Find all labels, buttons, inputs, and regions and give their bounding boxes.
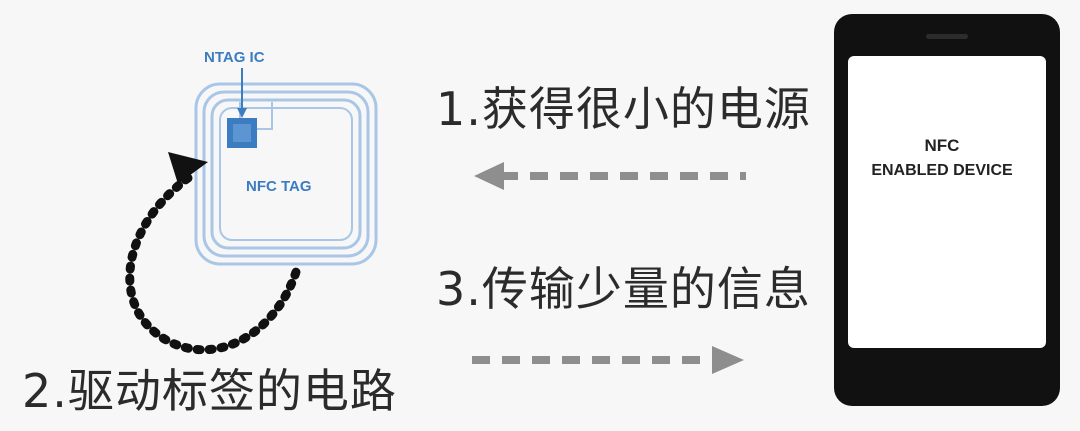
step-1-label: 1.获得很小的电源	[436, 82, 811, 136]
ic-pointer-head	[237, 108, 247, 118]
device-label-nfc: NFC	[924, 136, 960, 155]
nfc-tag-coil	[194, 82, 378, 266]
step-2-label: 2.驱动标签的电路	[22, 364, 397, 418]
loop-arrow-head	[168, 152, 208, 184]
nfc-tag-label: NFC TAG	[246, 178, 312, 195]
nfc-device	[834, 14, 1060, 406]
loop-arrow-dotted	[125, 173, 301, 355]
device-screen-text: NFC ENABLED DEVICE	[849, 136, 1035, 180]
ntag-ic-label: NTAG IC	[204, 49, 265, 66]
arrow-power-to-tag	[474, 162, 746, 190]
arrow-data-to-device	[472, 346, 744, 374]
device-label-enabled: ENABLED DEVICE	[871, 162, 1013, 179]
ntag-chip	[227, 118, 257, 148]
step-3-label: 3.传输少量的信息	[436, 262, 811, 316]
